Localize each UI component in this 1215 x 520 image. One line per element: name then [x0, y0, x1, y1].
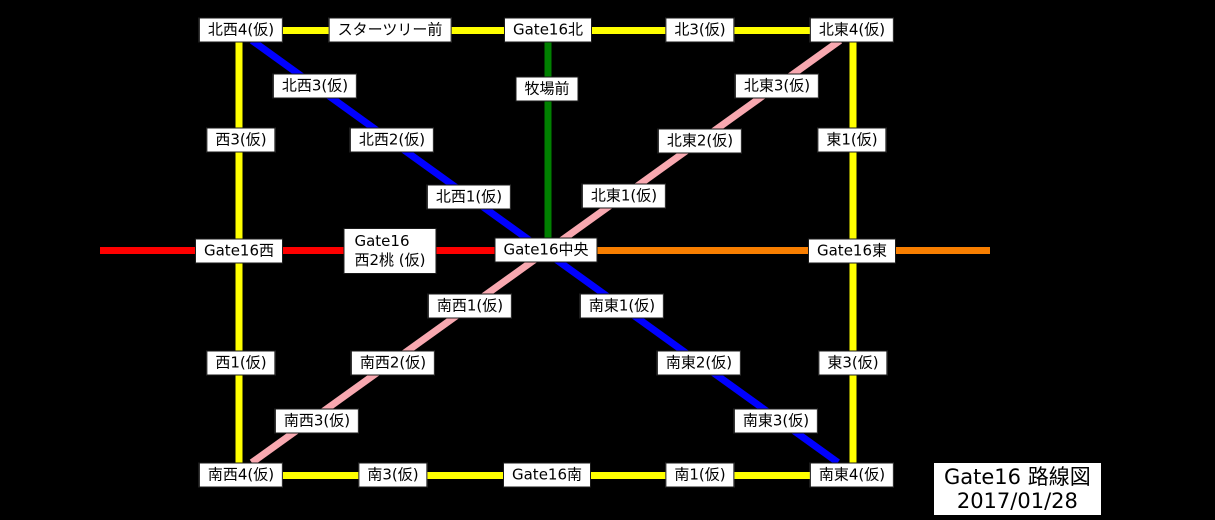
- station-label-ne1: 北東1(仮): [581, 183, 667, 209]
- station-label-se3: 南東3(仮): [733, 408, 819, 434]
- station-label-ne4: 北東4(仮): [809, 17, 895, 43]
- station-label-sw4: 南西4(仮): [198, 462, 284, 488]
- station-label-nw4: 北西4(仮): [198, 17, 284, 43]
- station-label-sw1: 南西1(仮): [427, 293, 513, 319]
- station-label-gate16-central: Gate16中央: [494, 237, 598, 263]
- north-line-green: [544, 31, 552, 250]
- station-label-sw2: 南西2(仮): [350, 350, 436, 376]
- map-title-box: Gate16 路線図 2017/01/28: [932, 461, 1103, 517]
- station-label-w1: 西1(仮): [206, 350, 276, 376]
- east-line-orange: [546, 246, 990, 254]
- map-title: Gate16 路線図: [944, 465, 1091, 489]
- station-label-se2: 南東2(仮): [656, 350, 742, 376]
- station-label-e3: 東3(仮): [818, 350, 888, 376]
- station-label-gate16-west: Gate16西: [194, 238, 284, 264]
- station-label-w3: 西3(仮): [206, 127, 276, 153]
- map-date: 2017/01/28: [956, 489, 1078, 513]
- station-label-se4: 南東4(仮): [809, 462, 895, 488]
- station-label-s1: 南1(仮): [665, 462, 735, 488]
- station-label-nw3: 北西3(仮): [272, 73, 358, 99]
- station-label-s3: 南3(仮): [358, 462, 428, 488]
- station-label-nw1: 北西1(仮): [426, 184, 512, 210]
- west-line-red: [100, 246, 546, 254]
- station-label-nw2: 北西2(仮): [349, 127, 435, 153]
- station-label-gate16-south: Gate16南: [502, 462, 592, 488]
- station-label-e1: 東1(仮): [817, 127, 887, 153]
- station-label-sw3: 南西3(仮): [274, 408, 360, 434]
- station-label-gate16-east: Gate16東: [807, 238, 897, 264]
- station-label-ne3: 北東3(仮): [734, 73, 820, 99]
- station-label-ne2: 北東2(仮): [657, 128, 743, 154]
- station-label-star-tree-mae: スターツリー前: [328, 17, 452, 43]
- station-label-bokujo-mae: 牧場前: [515, 76, 579, 102]
- station-label-se1: 南東1(仮): [579, 293, 665, 319]
- station-label-gate16-north: Gate16北: [503, 17, 593, 43]
- station-label-n3: 北3(仮): [665, 17, 735, 43]
